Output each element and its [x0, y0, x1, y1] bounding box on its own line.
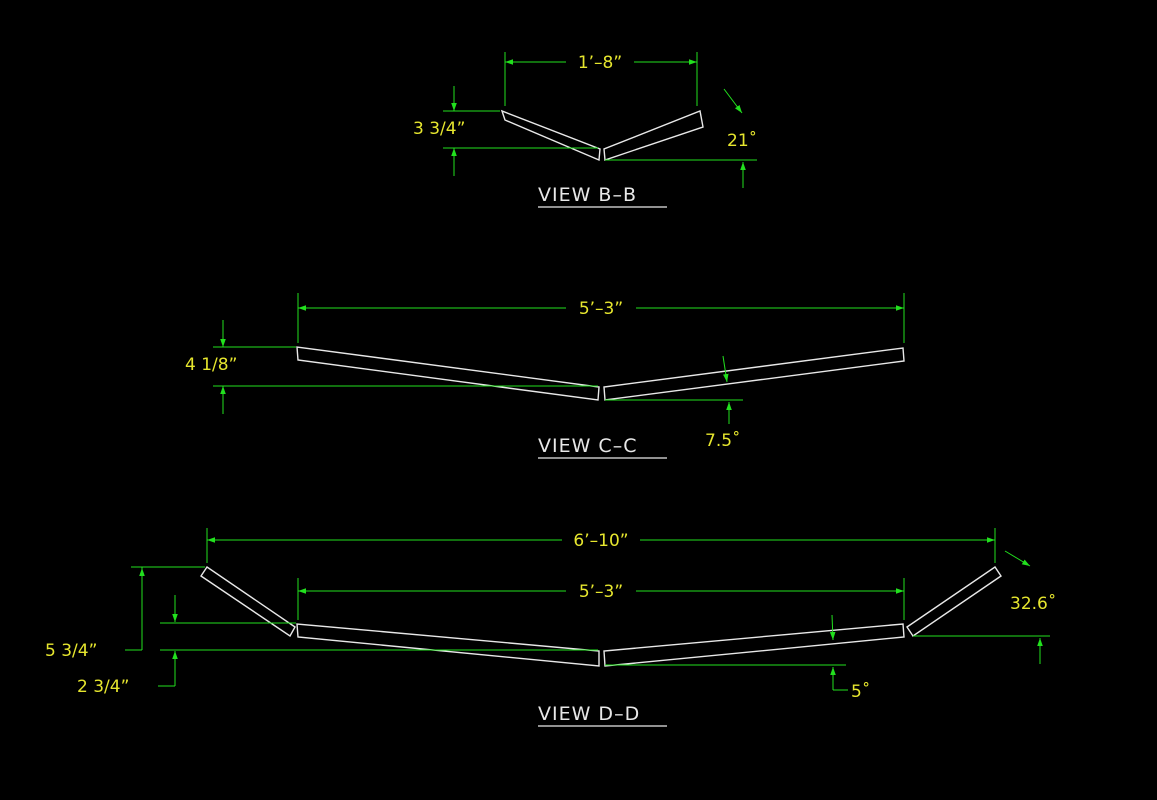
view-b-left-plate [500, 109, 601, 162]
view-d-outer-angle-label: 32.6˚ [1010, 593, 1056, 614]
view-c: 5’–3” 4 1/8” 7.5˚ VIEW C–C [185, 293, 905, 459]
view-d-title: VIEW D–D [538, 703, 640, 725]
view-c-right-plate [603, 347, 905, 401]
view-c-angle-arrow-top [722, 355, 729, 383]
view-b-title: VIEW B–B [538, 184, 637, 206]
view-d-inner-angle-label: 5˚ [851, 681, 870, 702]
view-d-outer-angle-arrow-top [1004, 550, 1031, 567]
view-d-overall-width-label: 6’–10” [573, 531, 628, 551]
view-c-left-plate [296, 346, 600, 401]
view-b-right-plate [603, 110, 704, 161]
view-d-inner-angle-arrow-top [829, 614, 836, 641]
view-b-angle-arrow-top [723, 88, 743, 114]
view-d-inner-left-plate [296, 623, 600, 667]
view-d-outer-left-plate [200, 566, 296, 638]
view-c-angle-label: 7.5˚ [705, 430, 741, 451]
view-b-width-label: 1’–8” [578, 53, 622, 73]
view-d-inner-right-plate [603, 623, 905, 667]
view-b: 1’–8” 3 3/4” 21˚ VIEW B–B [413, 52, 757, 208]
view-c-height-label: 4 1/8” [185, 355, 237, 375]
view-d-inner-height-label: 2 3/4” [77, 677, 129, 697]
view-b-angle-label: 21˚ [727, 130, 757, 151]
view-b-height-label: 3 3/4” [413, 119, 465, 139]
view-d-outer-right-plate [906, 566, 1002, 637]
view-c-width-label: 5’–3” [579, 299, 623, 319]
view-d-inner-width-label: 5’–3” [579, 582, 623, 602]
view-c-title: VIEW C–C [538, 435, 637, 457]
view-d-outer-height-label: 5 3/4” [45, 641, 97, 661]
view-d: 6’–10” 5’–3” 5 3/4” 2 3/4” 32.6˚ 5˚ VIEW… [45, 528, 1056, 727]
